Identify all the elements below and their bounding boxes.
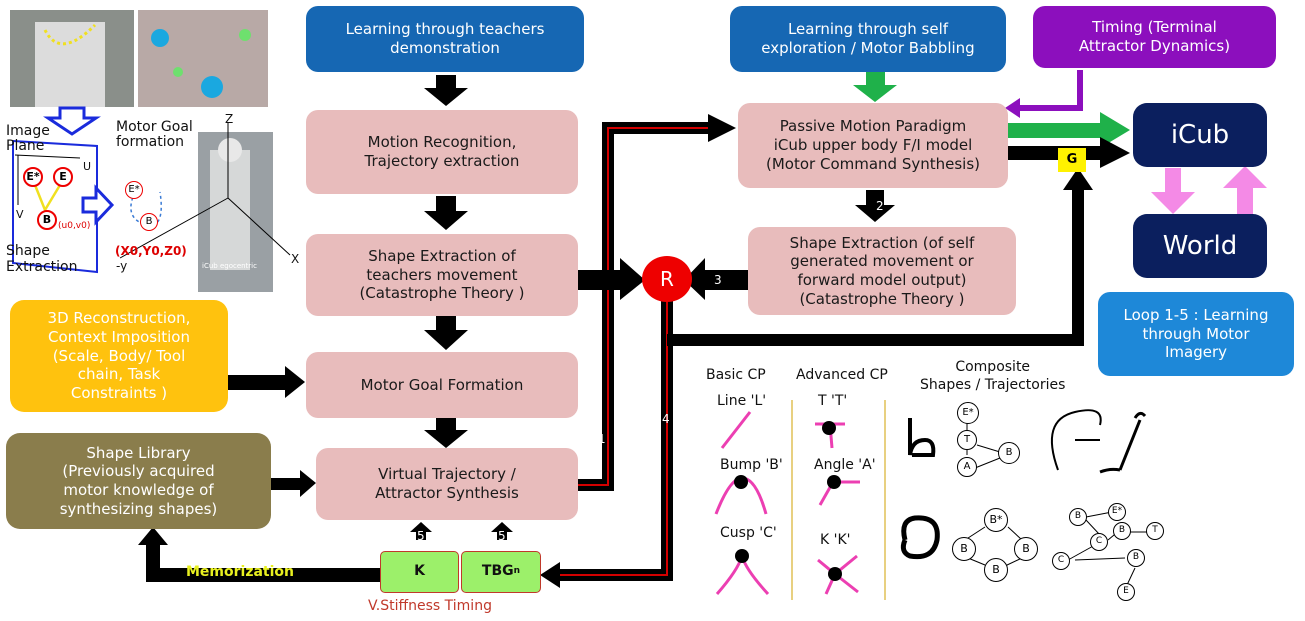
composite-node-t: T [957,430,977,450]
shape-library-box: Shape Library (Previously acquired motor… [6,433,271,529]
motor-goal-box: Motor Goal Formation [306,352,578,418]
goal-node-b: B [140,213,158,231]
net-node-b1: B [1069,508,1087,526]
hollow-down-arrow [43,106,101,136]
stiffness-k-box: K [380,551,459,593]
pink-up-arrow [1223,166,1267,214]
motion-recognition-box: Motion Recognition, Trajectory extractio… [306,110,578,194]
arrow-into-r [578,258,645,300]
motor-goal-formation-label: Motor Goal formation [116,119,193,150]
axis-x-label: X [291,252,300,266]
memorization-path [146,540,380,582]
green-right-arrow [1008,112,1130,148]
axes [119,122,291,259]
axis-z-label: Z [225,112,234,126]
image-node-e: E [53,167,73,187]
arrow-from-library [270,470,316,497]
r-node: R [642,256,692,302]
memorization-label: Memorization [186,564,295,580]
hollow-right-arrow [81,184,115,226]
net-node-c1: C [1090,533,1108,551]
green-down-arrow [853,70,897,102]
composite-node-a: A [957,457,977,477]
video-frames [10,10,268,107]
composite-node-b: B [998,442,1020,464]
composite-heading: Composite Shapes / Trajectories [920,359,1066,394]
reconstruction-box: 3D Reconstruction, Context Imposition (S… [10,300,228,412]
timing-box: Timing (Terminal Attractor Dynamics) [1033,6,1276,68]
g-node: G [1058,148,1086,172]
net-node-b3: B [1127,549,1145,567]
net-node-c2: C [1052,552,1070,570]
image-node-e-star: E* [23,167,43,187]
cusp-label: Cusp 'C' [720,525,777,541]
step-5a-label: 5 [417,529,425,543]
shape-extraction-teacher-box: Shape Extraction of teachers movement (C… [306,234,578,316]
arrow-3 [684,258,748,300]
goal-node-e-star: E* [125,181,143,199]
shape-extraction-self-box: Shape Extraction (of self generated move… [748,227,1016,315]
angle-label: Angle 'A' [814,457,876,473]
t-label: T 'T' [818,393,848,409]
loop-box: Loop 1-5 : Learning through Motor Imager… [1098,292,1294,376]
teachers-demonstration-box: Learning through teachers demonstration [306,6,584,72]
stiffness-timing-label: V.Stiffness Timing [368,598,492,614]
composite-node-b-star: B* [984,508,1008,532]
self-exploration-box: Learning through self exploration / Moto… [730,6,1006,72]
image-node-b: B [37,210,57,230]
axis-u-label: U [83,160,92,173]
down-arrows [424,75,895,448]
uv-label: (u0,v0) [58,221,91,231]
net-node-e-star: E* [1108,503,1126,521]
composite-node-b3: B [984,558,1008,582]
world-box: World [1133,214,1267,278]
basic-cp-heading: Basic CP [706,367,766,383]
k-label: K 'K' [820,532,851,548]
pink-down-arrow [1151,168,1195,214]
xyz-label: (X0,Y0,Z0) [115,244,187,258]
icub-caption: iCub egocentric [202,262,257,270]
step-3-label: 3 [714,273,722,287]
step-5b-label: 5 [498,529,506,543]
passive-motion-box: Passive Motion Paradigm iCub upper body … [738,103,1008,188]
step-2-label: 2 [876,199,884,213]
composite-node-b2: B [1014,537,1038,561]
composite-node-b1: B [952,537,976,561]
virtual-trajectory-box: Virtual Trajectory / Attractor Synthesis [316,448,578,520]
arrow-from-reconstruction [228,366,305,398]
axis-y-label: -y [116,259,128,273]
image-plane-label: Image Plane [6,123,50,154]
composite-node-e-star: E* [957,402,979,424]
step-1-label: 1 [598,432,606,446]
line-label: Line 'L' [717,393,767,409]
net-node-e: E [1117,583,1135,601]
timing-connector [1015,70,1083,111]
step-4-label: 4 [662,412,670,426]
icub-box: iCub [1133,103,1267,167]
net-node-b2: B [1113,522,1131,540]
axis-v-label: V [16,208,24,221]
basic-cp-drawings [714,411,770,596]
bump-label: Bump 'B' [720,457,783,473]
path-r-to-g [667,185,1084,346]
advanced-cp-heading: Advanced CP [796,367,888,383]
shape-extraction-image-label: Shape Extraction [6,243,78,276]
net-node-t: T [1146,522,1164,540]
composite-drawings [900,409,1148,586]
